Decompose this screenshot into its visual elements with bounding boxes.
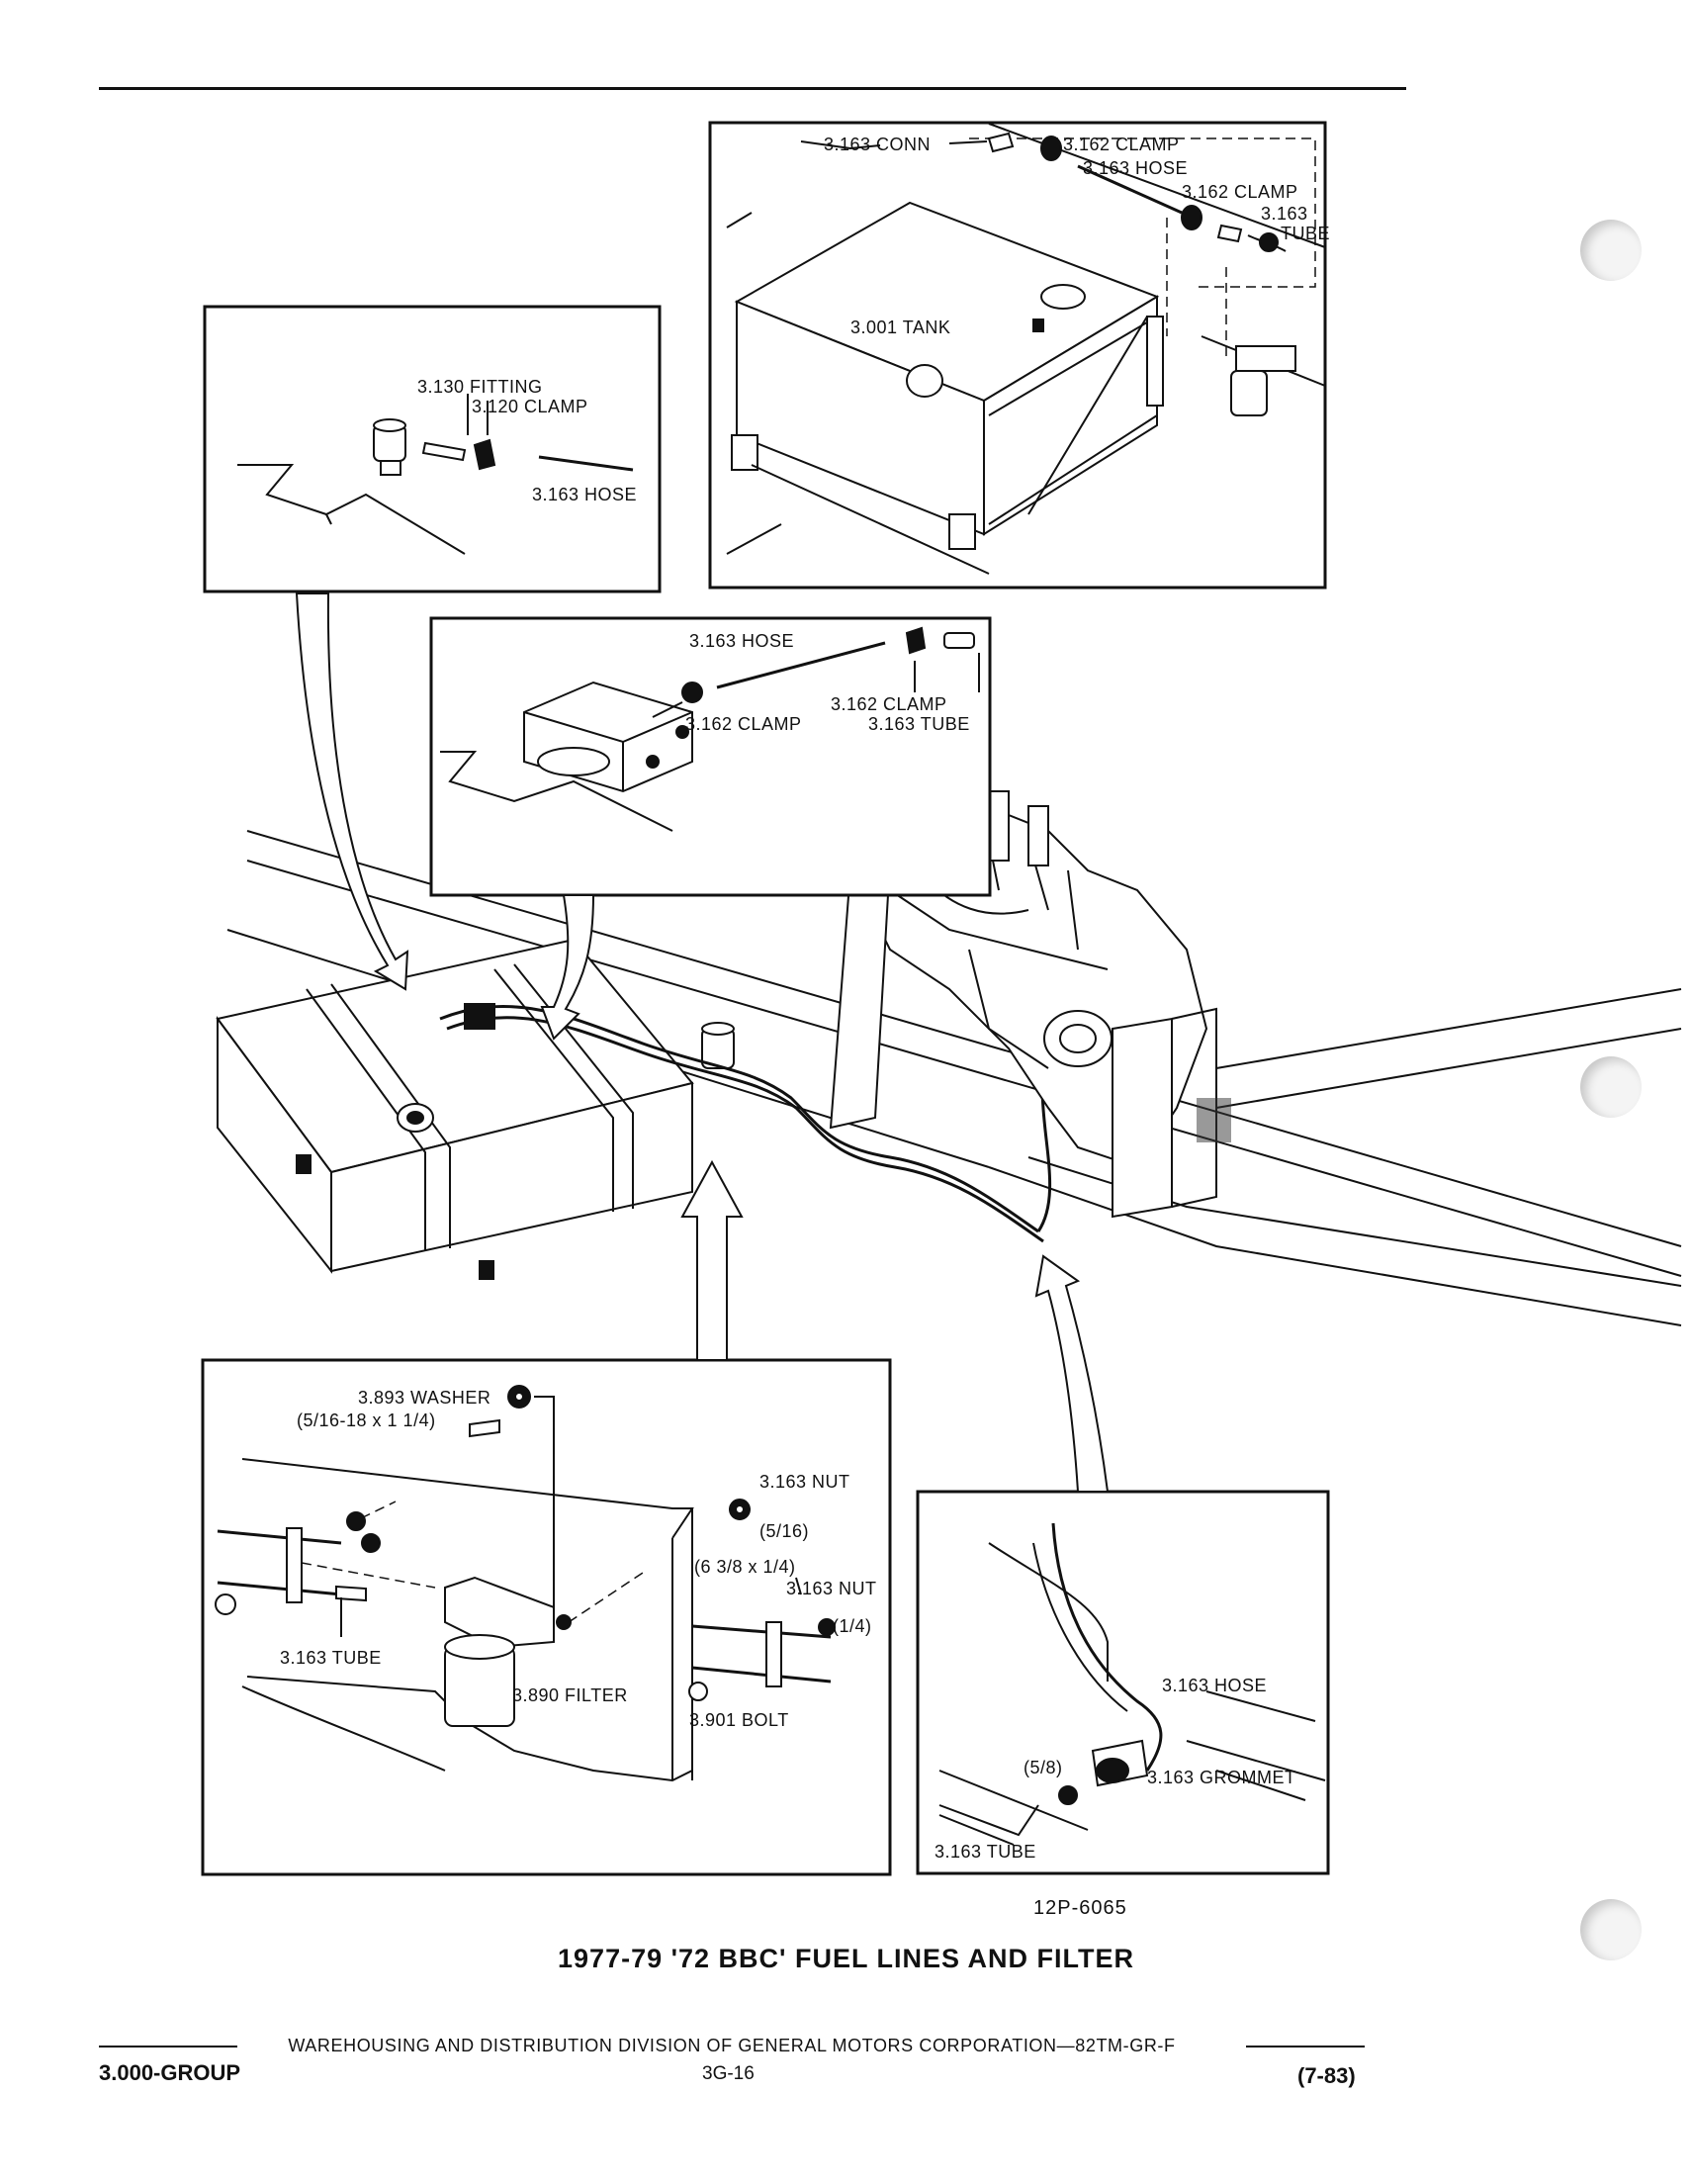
label-nut-a-size: (5/16): [759, 1521, 809, 1541]
label-nut-a: 3.163 NUT: [759, 1472, 850, 1492]
label-tube-mid: 3.163 TUBE: [868, 714, 970, 734]
label-hose-bottom-right: 3.163 HOSE: [1162, 1676, 1267, 1695]
label-grommet-size: (5/8): [1024, 1758, 1063, 1777]
label-tube-bottom-left: 3.163 TUBE: [280, 1648, 382, 1668]
footer-rule-right: [1246, 2046, 1365, 2048]
footer-rule-left: [99, 2046, 237, 2048]
inset-tank-detail: [708, 121, 1327, 590]
grille-mesh: [1197, 1098, 1231, 1142]
label-tube-top-word: TUBE: [1281, 224, 1330, 243]
binder-hole-top: [1580, 220, 1642, 281]
label-fitting: 3.130 FITTING: [417, 377, 543, 397]
footer-page-number: 3G-16: [702, 2063, 755, 2084]
label-hose-top: 3.163 HOSE: [1083, 158, 1188, 178]
inset-grommet-detail: [916, 1490, 1330, 1875]
binder-hole-bottom: [1580, 1899, 1642, 1960]
label-hose-left: 3.163 HOSE: [532, 485, 637, 504]
footer-division: WAREHOUSING AND DISTRIBUTION DIVISION OF…: [288, 2036, 1176, 2055]
label-washer: 3.893 WASHER: [358, 1388, 490, 1408]
fuel-tank: [216, 938, 694, 1280]
label-nut-b-size: (1/4): [833, 1616, 872, 1636]
main-assembly: [216, 790, 1682, 1326]
label-clamp-mid-left: 3.162 CLAMP: [685, 714, 802, 734]
label-clamp-top-2: 3.162 CLAMP: [1182, 182, 1298, 202]
label-clamp-mid-right: 3.162 CLAMP: [831, 694, 947, 714]
label-clamp-left: 3.120 CLAMP: [472, 397, 588, 416]
label-tube-top-num: 3.163: [1261, 204, 1308, 224]
label-conn: 3.163 CONN: [824, 135, 931, 154]
label-bolt-size: (6 3/8 x 1/4): [694, 1557, 796, 1577]
label-tube-bottom-right: 3.163 TUBE: [935, 1842, 1036, 1862]
label-clamp-top-1: 3.162 CLAMP: [1063, 135, 1180, 154]
label-bolt: 3.901 BOLT: [689, 1710, 789, 1730]
rail-filter: [701, 1022, 735, 1069]
inset-filter-detail: [429, 616, 992, 897]
part-labels: 3.163 CONN 3.162 CLAMP 3.163 HOSE 3.162 …: [280, 135, 1330, 1862]
figure-id: 12P-6065: [1033, 1897, 1127, 1919]
label-washer-size: (5/16-18 x 1 1/4): [297, 1410, 436, 1430]
label-tank: 3.001 TANK: [850, 318, 950, 337]
binder-hole-middle: [1580, 1056, 1642, 1118]
page-title: 1977-79 '72 BBC' FUEL LINES AND FILTER: [0, 1944, 1692, 1974]
label-grommet: 3.163 GROMMET: [1147, 1768, 1296, 1787]
inset-fitting-detail: [203, 305, 662, 593]
label-nut-b: 3.163 NUT: [786, 1579, 877, 1598]
footer-revision: (7-83): [1297, 2063, 1356, 2088]
callout-arrows: [295, 592, 1110, 1493]
inset-filter-mount: [201, 1358, 892, 1876]
page-title-text: 1977-79 '72 BBC' FUEL LINES AND FILTER: [558, 1944, 1134, 1973]
footer-group: 3.000-GROUP: [99, 2060, 241, 2085]
label-filter: 3.890 FILTER: [512, 1685, 628, 1705]
top-rule: [99, 87, 1406, 90]
label-hose-mid: 3.163 HOSE: [689, 631, 794, 651]
